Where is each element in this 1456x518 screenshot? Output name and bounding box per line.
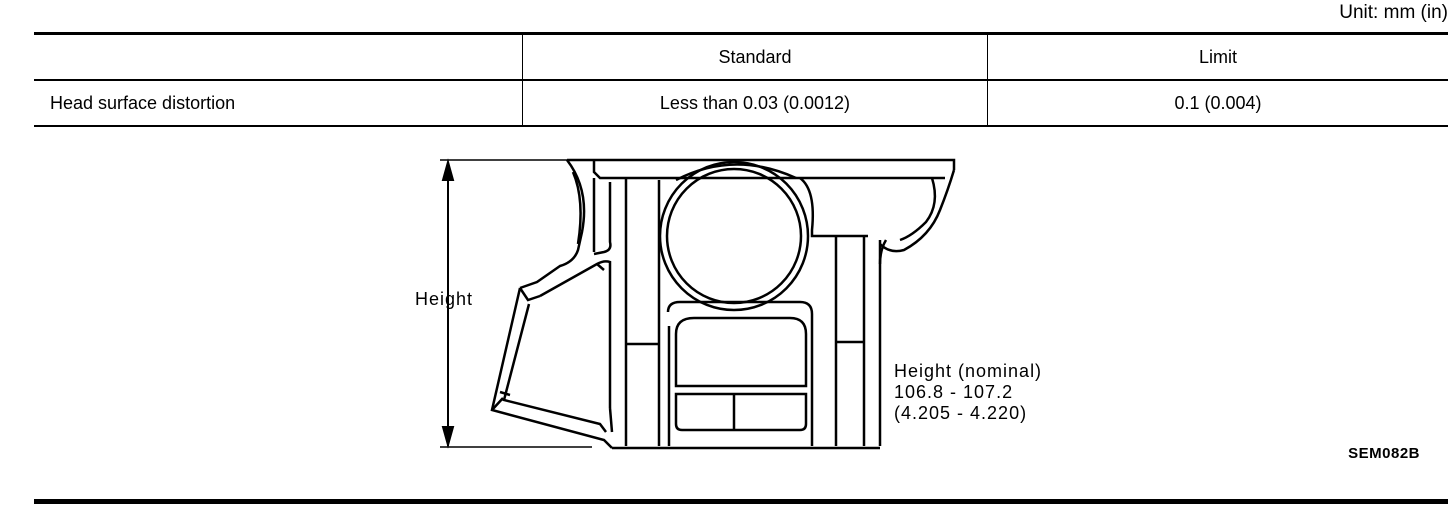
header-standard: Standard [522,33,988,80]
head-outline [490,158,956,450]
header-limit: Limit [987,33,1448,80]
cell-item: Head surface distortion [50,92,236,113]
cell-limit: 0.1 (0.004) [987,80,1448,126]
table-row: Head surface distortion Less than 0.03 (… [34,80,1448,126]
height-dimension-line [440,158,592,449]
unit-label: Unit: mm (in) [1339,2,1448,23]
nominal-mm-range: 106.8 - 107.2 [894,382,1014,402]
bottom-rule [34,499,1448,504]
figure-reference-code: SEM082B [1348,445,1420,462]
spec-table: Standard Limit Head surface distortion L… [34,32,1448,127]
nominal-title: Height (nominal) [894,361,1043,381]
cell-standard: Less than 0.03 (0.0012) [522,80,988,126]
nominal-height-annotation: Height (nominal) 106.8 - 107.2 (4.205 - … [894,361,1042,424]
height-label: Height [415,289,474,309]
nominal-in-range: (4.205 - 4.220) [894,403,1028,423]
table-header-row: Standard Limit [34,33,1448,80]
